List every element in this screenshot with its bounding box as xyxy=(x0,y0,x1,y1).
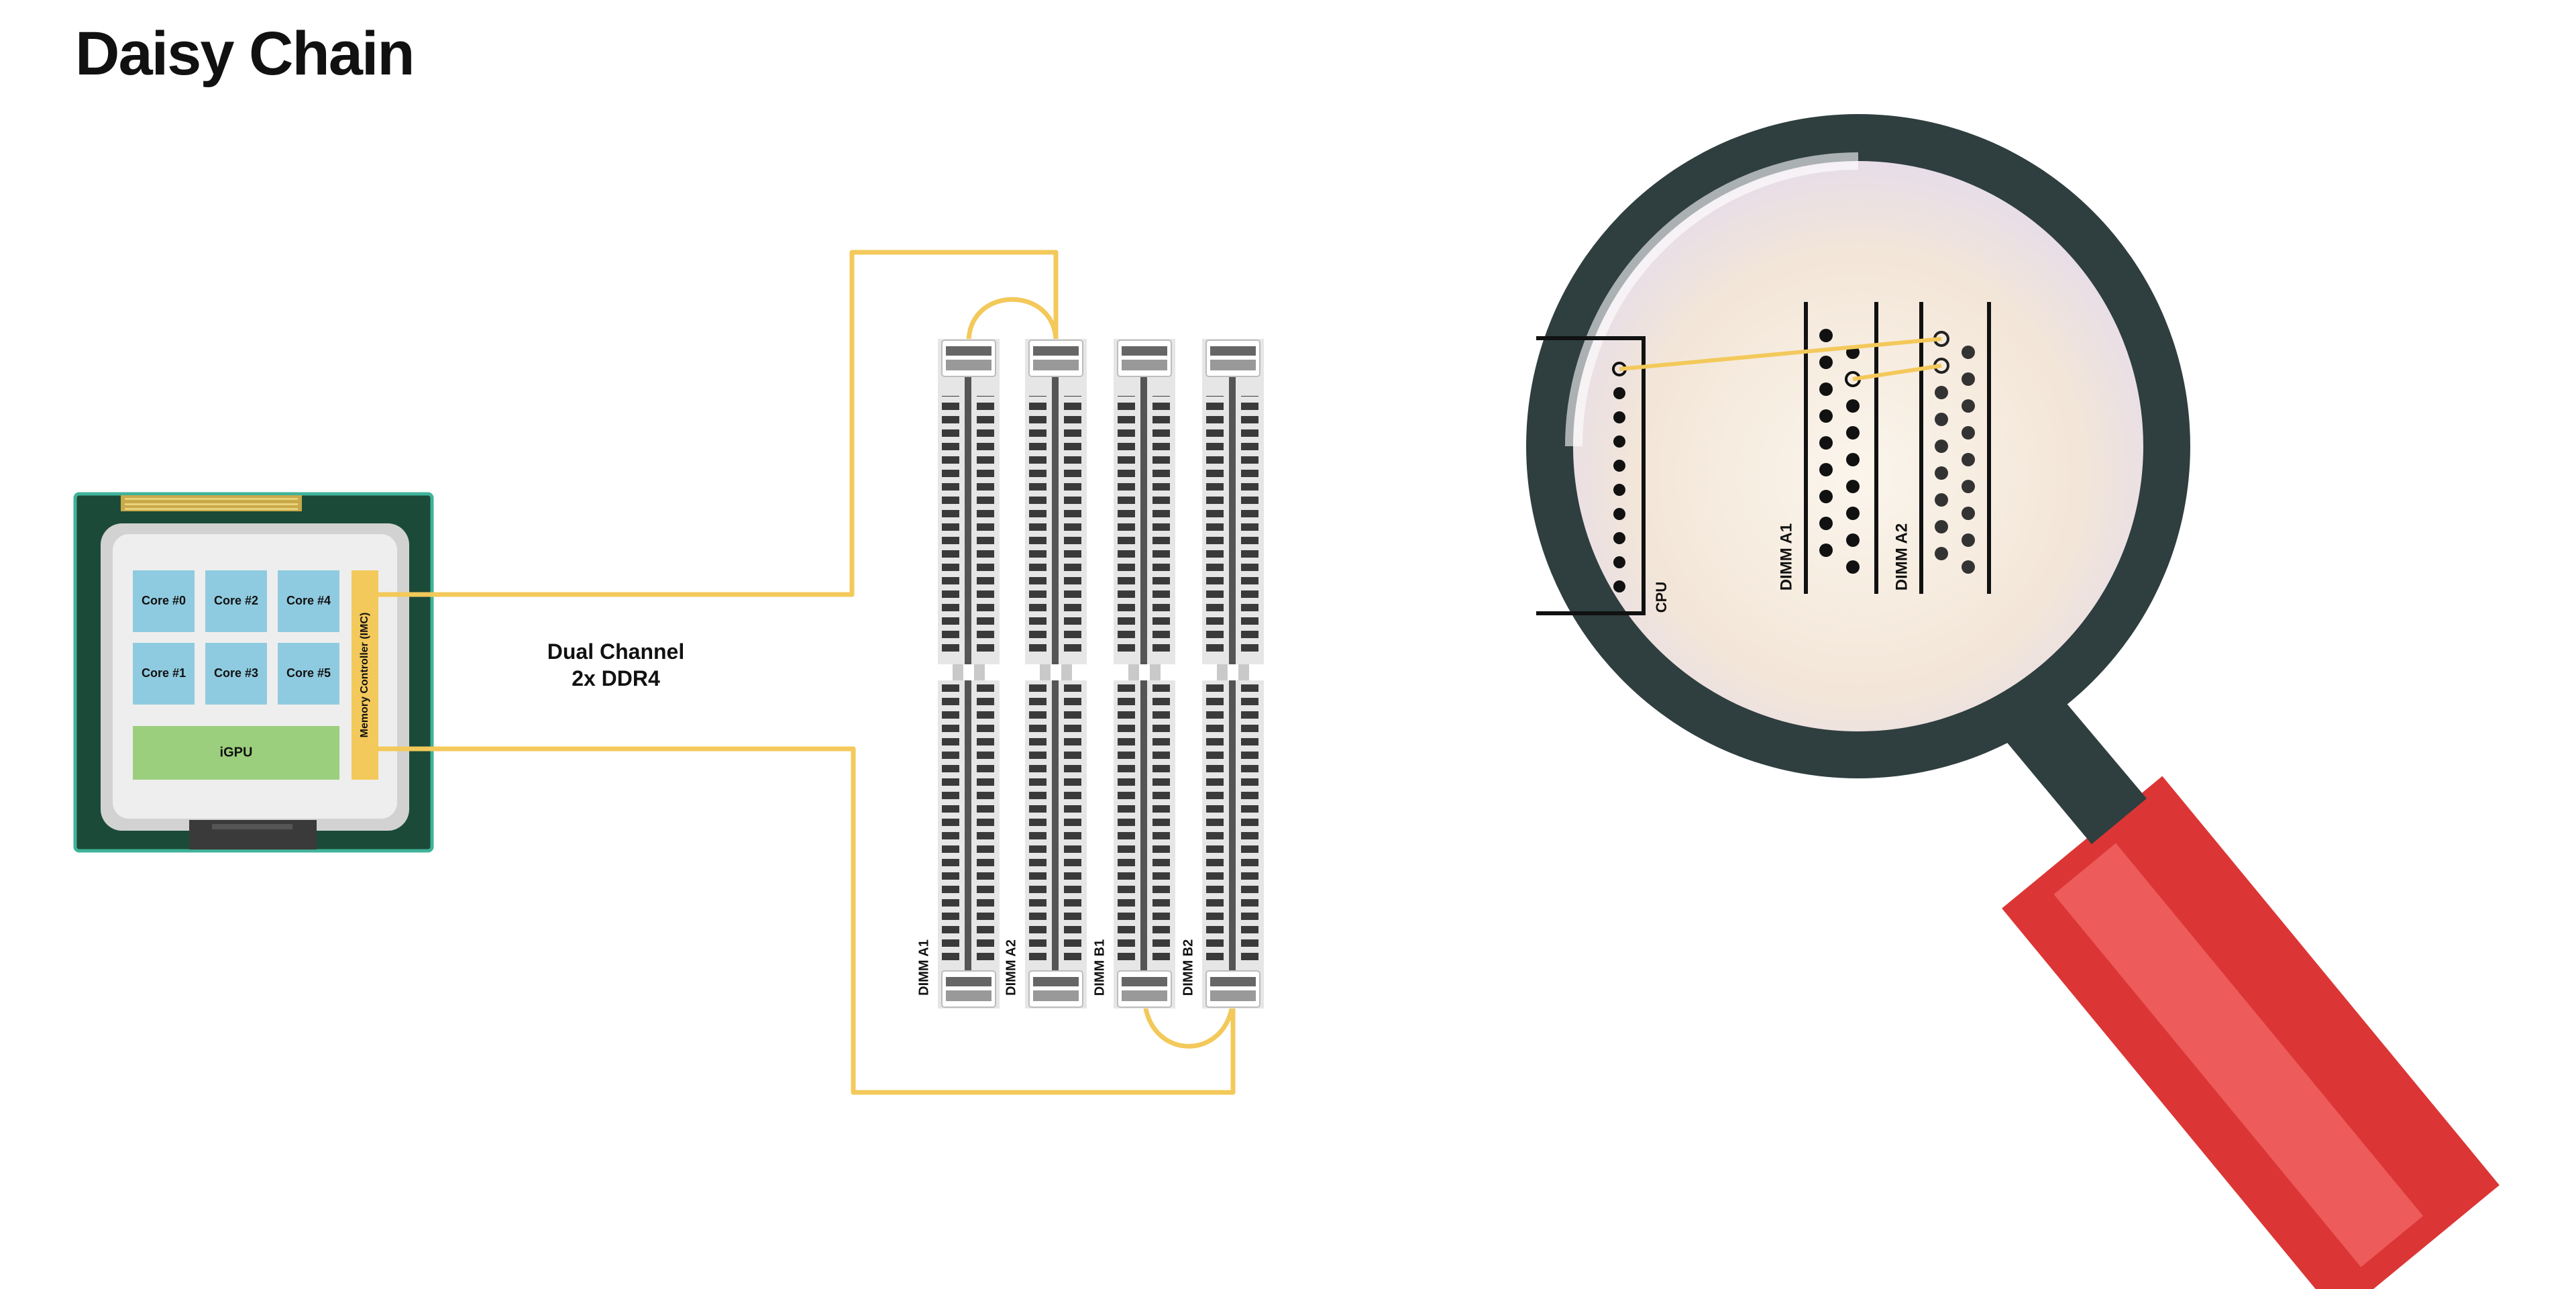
cpu-package: Core #0 Core #2 Core #4 Core #1 Core #3 … xyxy=(73,492,434,853)
dimm-a2-label: DIMM A2 xyxy=(1004,939,1018,996)
trace-b1-b2-link xyxy=(1142,994,1236,1049)
magnifier-handle xyxy=(2002,776,2500,1289)
svg-text:2x DDR4: 2x DDR4 xyxy=(572,666,660,690)
dimm-b2-label: DIMM B2 xyxy=(1181,939,1195,996)
dimm-slot-b1: DIMM B1 xyxy=(1092,339,1175,1009)
magnifier-lens xyxy=(1573,161,2143,731)
magnifying-glass-icon: CPU xyxy=(1526,114,2500,1289)
dimm-slot-a2: DIMM A2 xyxy=(1004,339,1087,1009)
core-3: Core #3 xyxy=(205,643,267,705)
dimm-b1-label: DIMM B1 xyxy=(1092,939,1107,996)
magnified-traces: CPU xyxy=(1536,302,1991,615)
dimm-a1-label: DIMM A1 xyxy=(916,939,931,996)
svg-text:Memory Controller (IMC): Memory Controller (IMC) xyxy=(359,613,370,738)
svg-text:Core #0: Core #0 xyxy=(142,594,186,607)
memory-controller: Memory Controller (IMC) xyxy=(352,570,378,780)
channel-label: Dual Channel 2x DDR4 xyxy=(547,639,684,690)
trace-channel-b xyxy=(378,746,1236,1095)
core-4: Core #4 xyxy=(278,570,339,632)
dimm-slot-a1: DIMM A1 xyxy=(916,339,1000,1009)
dimm-slot-b2: DIMM B2 xyxy=(1181,339,1264,1009)
trace-channel-a xyxy=(378,250,1059,597)
core-0: Core #0 xyxy=(133,570,195,632)
core-5: Core #5 xyxy=(278,643,339,705)
svg-text:Core #5: Core #5 xyxy=(286,666,331,680)
svg-text:Core #1: Core #1 xyxy=(142,666,186,680)
svg-text:Dual Channel: Dual Channel xyxy=(547,639,684,664)
svg-text:iGPU: iGPU xyxy=(220,745,253,760)
memory-traces xyxy=(378,250,1236,1095)
igpu: iGPU xyxy=(133,726,339,780)
trace-a1-a2-link xyxy=(966,297,1059,343)
core-2: Core #2 xyxy=(205,570,267,632)
core-1: Core #1 xyxy=(133,643,195,705)
svg-text:Core #4: Core #4 xyxy=(286,594,331,607)
svg-text:Core #3: Core #3 xyxy=(214,666,258,680)
magnifier-cpu-label: CPU xyxy=(1653,582,1670,613)
magnifier-dimm-a2-label: DIMM A2 xyxy=(1892,523,1911,590)
page-title: Daisy Chain xyxy=(75,19,415,88)
magnifier-dimm-a1-label: DIMM A1 xyxy=(1777,523,1795,590)
svg-text:Core #2: Core #2 xyxy=(214,594,258,607)
